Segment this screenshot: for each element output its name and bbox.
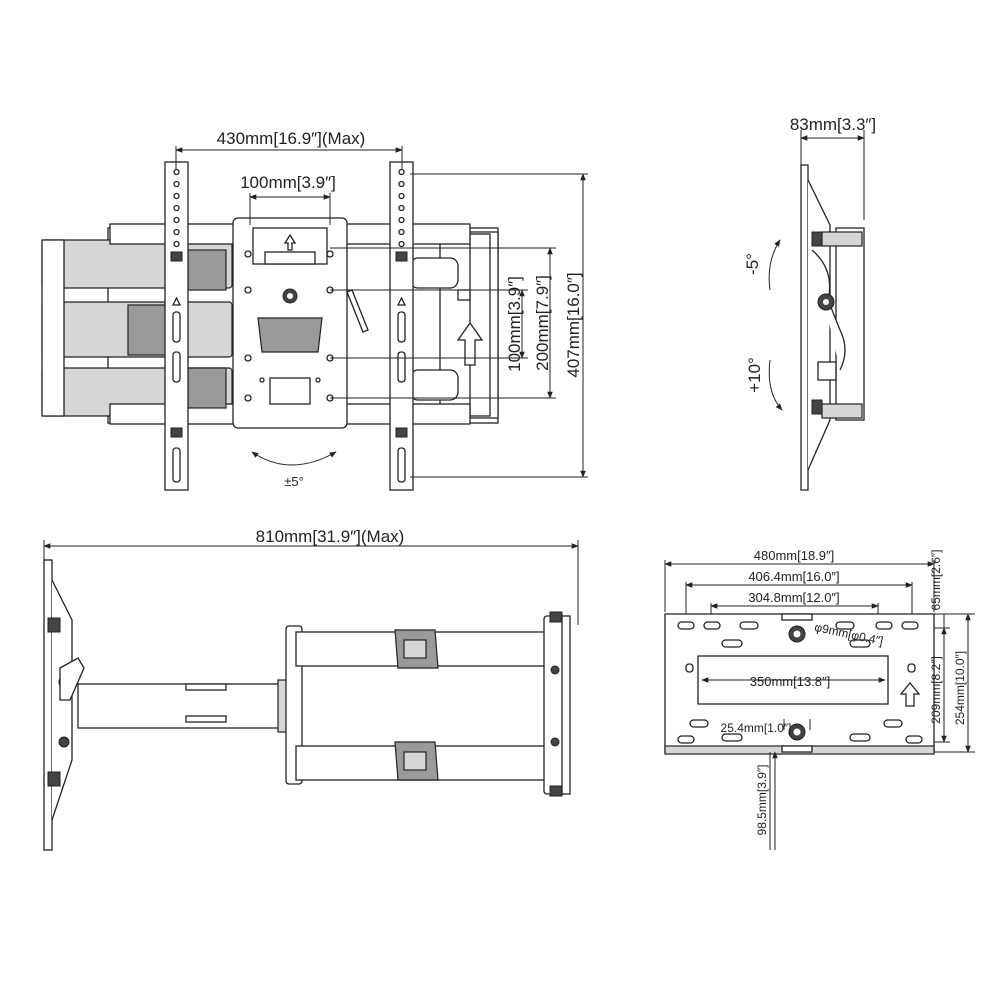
right-tv-rail — [389, 161, 414, 491]
tilt-down-label: -5° — [743, 253, 762, 275]
h209-label: 209mm[8.2″] — [929, 656, 943, 724]
vesa-min-label: 100mm[3.9″] — [240, 173, 336, 192]
tilt-up-label: +10° — [745, 357, 764, 393]
h65-label: 65mm[2.6″] — [929, 550, 943, 611]
extension-view: 810mm[31.9″](Max) — [43, 527, 579, 851]
height-407-label: 407mm[16.0″] — [564, 272, 583, 377]
width-max-label: 430mm[16.9″](Max) — [217, 129, 366, 148]
front-view: ±5° 430mm[16.9″](Max) 100mm[3.9″] 100mm[… — [41, 129, 588, 491]
wall-plate-view: 480mm[18.9″] 406.4mm[16.0″] 304.8mm[12.0… — [664, 548, 975, 850]
w480-label: 480mm[18.9″] — [754, 548, 834, 563]
extension-max-label: 810mm[31.9″](Max) — [256, 527, 405, 546]
depth-label: 83mm[3.3″] — [790, 115, 876, 134]
w406-label: 406.4mm[16.0″] — [748, 569, 839, 584]
h254-label: 254mm[10.0″] — [953, 651, 967, 725]
side-view: 83mm[3.3″] -5° +10° — [743, 115, 876, 491]
w304-label: 304.8mm[12.0″] — [748, 590, 839, 605]
hole-100-label: 100mm[3.9″] — [505, 276, 524, 372]
h98-label: 98.5mm[3.9″] — [755, 765, 769, 836]
swivel-label: ±5° — [284, 474, 304, 489]
hole-200-label: 200mm[7.9″] — [533, 275, 552, 371]
left-tv-rail — [164, 161, 189, 491]
w25-label: 25.4mm[1.0″] — [721, 721, 792, 735]
w350-label: 350mm[13.8″] — [750, 674, 830, 689]
